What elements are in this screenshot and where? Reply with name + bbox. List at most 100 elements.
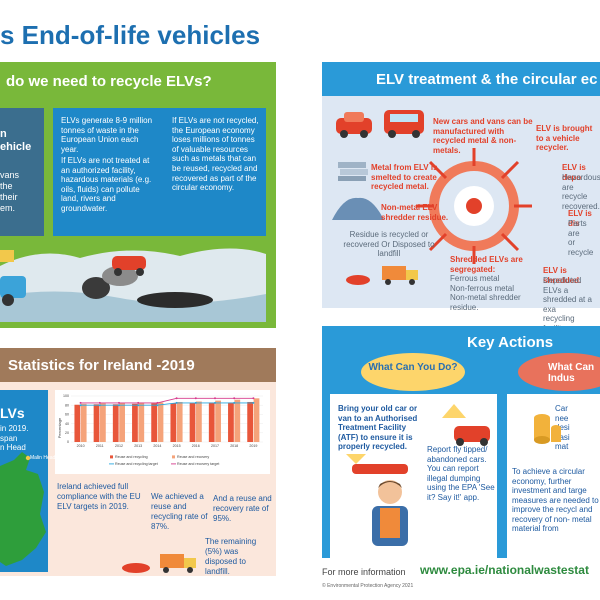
elv-shredded-text: Depolluted ELVs a shredded at a exa recy… — [543, 276, 592, 333]
why-card-right — [53, 108, 266, 242]
bar-reuse-recycling — [74, 404, 81, 442]
target-point — [233, 397, 236, 400]
bar-reuse-recovery — [253, 398, 260, 442]
elv-treatment-header — [322, 62, 600, 96]
why-col1-para1: ELVs generate 8-9 million tonnes of wast… — [61, 116, 153, 154]
why-card-left-text: vans the their em. — [0, 170, 20, 213]
elv-nonmetal-text: Non-metal ELV shredder residue. — [381, 203, 449, 222]
why-recycle-title-text: do we need to recycle ELVs? — [6, 73, 212, 90]
up-arrow-icon — [442, 404, 490, 446]
target-point — [194, 397, 197, 400]
x-tick-label: 2010 — [77, 444, 85, 448]
industry-text-investment: To achieve a circular economy, further i… — [512, 467, 599, 533]
stats-note-compliance: Ireland achieved full compliance with th… — [57, 482, 141, 511]
pollution-illustration — [0, 236, 276, 328]
y-tick-label: 60 — [65, 413, 69, 417]
what-can-industry-do-bubble — [518, 353, 600, 391]
target-point — [79, 404, 82, 407]
copyright-text: © Environmental Protection Agency 2021 — [322, 583, 414, 589]
statistics-title: Statistics for Ireland -2019 — [8, 357, 195, 374]
target-point — [98, 401, 101, 404]
y-tick-label: 20 — [65, 431, 69, 435]
target-point — [194, 401, 197, 404]
target-point — [214, 401, 216, 404]
you-do-text-atf: Bring your old car or van to an Authoris… — [338, 404, 418, 451]
what-can-industry-do-label: What Can Indus — [548, 362, 595, 384]
y-tick-label: 0 — [67, 440, 69, 444]
stats-note-recycling-rate: We achieved a reuse and recycling rate o… — [151, 492, 208, 531]
bar-reuse-recycling — [170, 403, 177, 442]
elv-treatment-title: ELV treatment & the circular ec — [376, 71, 598, 88]
statistics-card-text: in 2019. span n Head — [0, 424, 29, 452]
bar-reuse-recovery — [157, 402, 164, 442]
x-tick-label: 2018 — [230, 444, 238, 448]
x-tick-label: 2011 — [96, 444, 104, 448]
statistics-card-title: LVs — [0, 405, 25, 421]
map-marker-label: Malin Head — [30, 455, 56, 461]
elv-segregated-text: Ferrous metal Non-ferrous metal Non-meta… — [450, 274, 521, 312]
why-col2-para1: If ELVs are not recycled, the European e… — [172, 116, 259, 193]
bar-reuse-recovery — [80, 403, 87, 442]
stats-note-landfill: The remaining (5%) was disposed to landf… — [205, 537, 257, 576]
you-do-text-report: Report fly tipped/ abandoned cars. You c… — [427, 445, 495, 502]
legend-label: Reuse and recycling target — [115, 462, 158, 466]
stats-note-recovery-rate: And a reuse and recovery rate of 95%. — [213, 494, 272, 523]
ireland-map — [0, 452, 46, 566]
legend-label: Reuse and recovery target — [177, 462, 219, 466]
key-actions-title: Key Actions — [467, 334, 554, 351]
bar-reuse-recovery — [234, 399, 241, 442]
bar-reuse-recovery — [215, 400, 221, 442]
legend-label: Reuse and recovery — [177, 455, 209, 459]
bar-reuse-recovery — [138, 402, 145, 442]
target-line-recycling — [80, 402, 254, 406]
target-point — [137, 404, 140, 407]
elv-brought-text: ELV is brought to a vehicle recycler. — [536, 124, 593, 152]
target-point — [137, 401, 140, 404]
target-line-recovery — [80, 397, 254, 404]
target-point — [98, 404, 101, 407]
circular-economy-icon — [416, 148, 532, 264]
elv-depollute-text: Hazardous are recycle recovered. — [562, 173, 600, 211]
bar-reuse-recovery — [119, 402, 125, 442]
shredder-residue-icon — [332, 197, 384, 220]
more-information-label: For more information — [322, 567, 406, 577]
x-tick-label: 2016 — [192, 444, 200, 448]
what-can-you-do-card — [330, 394, 497, 558]
what-can-you-do-label: What Can You Do? — [368, 362, 458, 373]
what-can-industry-do-card — [507, 394, 600, 558]
elv-metal-smelted-text: Metal from ELV is smelted to create recy… — [371, 163, 438, 191]
website-link[interactable]: www.epa.ie/nationalwastestat — [420, 563, 589, 577]
why-recycle-title: do we need to recycle ELVs? — [0, 73, 212, 90]
target-point — [118, 401, 120, 404]
target-point — [79, 401, 82, 404]
elv-depollute-title: ELV is depo — [562, 163, 586, 182]
bar-reuse-recovery — [196, 401, 202, 442]
target-point — [252, 401, 255, 404]
what-can-you-do-bubble — [361, 353, 465, 391]
truck-icon — [122, 554, 196, 573]
target-point — [175, 397, 178, 400]
industry-text-design: Car nee desi easi mat — [555, 404, 570, 451]
x-tick-label: 2019 — [249, 444, 257, 448]
x-tick-label: 2013 — [134, 444, 142, 448]
chart-target-lines — [79, 397, 255, 407]
x-tick-label: 2017 — [211, 444, 219, 448]
elv-residue-text: Residue is recycled or recovered Or Disp… — [343, 230, 435, 258]
target-point — [156, 404, 159, 407]
legend-swatch — [110, 455, 113, 459]
x-tick-label: 2015 — [173, 444, 181, 448]
legend-label: Reuse and recycling — [115, 455, 148, 459]
target-point — [233, 401, 236, 404]
chart-legend: Reuse and recycling Reuse and recoveryReu… — [109, 455, 219, 466]
x-tick-label: 2014 — [153, 444, 161, 448]
bar-reuse-recovery — [176, 401, 183, 442]
bar-reuse-recycling — [151, 403, 158, 442]
chart-y-label: Percentage — [57, 417, 62, 438]
metal-bars-icon — [338, 162, 368, 181]
new-cars-icon — [336, 110, 424, 138]
elv-treatment-panel — [322, 62, 600, 308]
y-tick-label: 100 — [63, 394, 69, 398]
